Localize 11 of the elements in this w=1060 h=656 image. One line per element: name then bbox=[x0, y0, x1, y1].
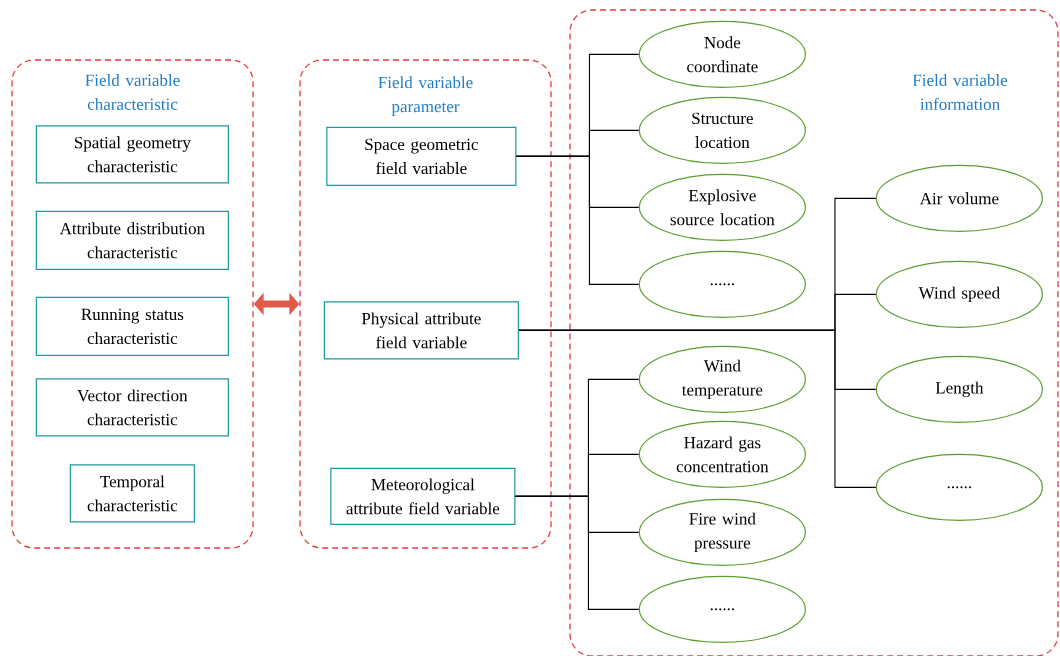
process-box: Attribute distribution characteristic bbox=[35, 210, 229, 270]
process-box: Temporal characteristic bbox=[69, 464, 195, 523]
process-box: Space geometric field variable bbox=[326, 126, 517, 186]
process-box: Physical attribute field variable bbox=[323, 301, 519, 360]
process-box: Vector direction characteristic bbox=[35, 378, 229, 437]
connector-line bbox=[515, 155, 640, 285]
process-box: Running status characteristic bbox=[35, 296, 229, 356]
process-box: Spatial geometry characteristic bbox=[35, 125, 229, 184]
process-box: Meteorological attribute field variable bbox=[330, 467, 516, 525]
connector-line bbox=[518, 329, 877, 488]
connector-line bbox=[514, 495, 640, 610]
